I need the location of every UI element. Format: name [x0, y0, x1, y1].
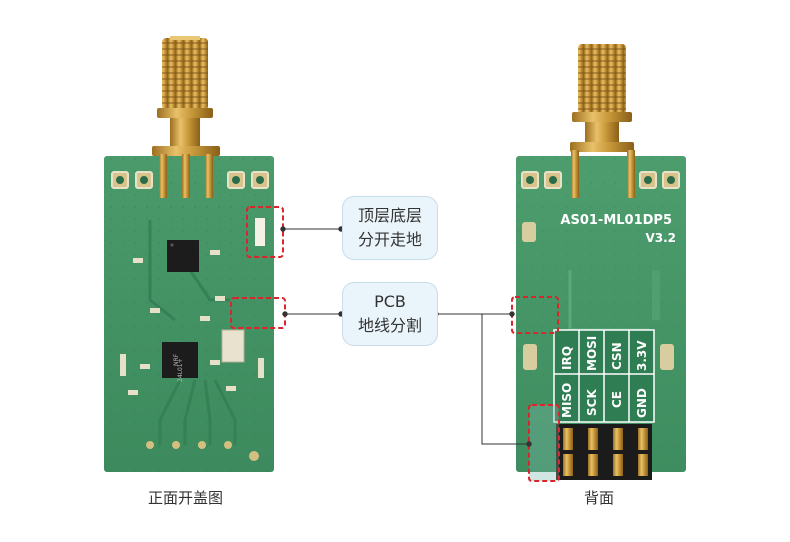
module-version: V3.2 [645, 231, 676, 245]
callout-top-bottom: 顶层底层 分开走地 [342, 196, 438, 260]
pin-ce: CE [610, 391, 624, 408]
module-model: AS01-ML01DP5 [560, 213, 672, 228]
pin-sck: SCK [585, 389, 599, 416]
callout-pcb-line2: 地线分割 [357, 316, 422, 335]
front-module: NRF 24L01+ [104, 36, 286, 472]
pin-csn: CSN [610, 342, 624, 370]
caption-front: 正面开盖图 [148, 489, 224, 507]
caption-back: 背面 [584, 489, 615, 507]
pin-gnd: GND [635, 388, 649, 418]
pin-3v3: 3.3V [635, 340, 649, 371]
pin-irq: IRQ [560, 346, 574, 370]
callout-top-bottom-line1: 顶层底层 [357, 206, 422, 225]
callout-pcb: PCB 地线分割 [342, 282, 438, 346]
front-sma-connector [152, 36, 220, 156]
chip-label-1: NRF [173, 353, 180, 366]
pin-miso: MISO [560, 383, 574, 418]
pin-mosi: MOSI [585, 336, 599, 371]
pin-header [556, 424, 652, 480]
nrf-chip [162, 342, 198, 378]
highlight-box-front-top [246, 206, 284, 258]
chip-label-2: 24L01+ [177, 358, 184, 382]
back-module: AS01-ML01DP5 V3.2 IRQ MOSI CSN 3.3V MISO… [511, 44, 686, 482]
highlight-box-back-gnd [529, 405, 559, 481]
callout-pcb-line1: PCB [374, 292, 406, 311]
callout-top-bottom-line2: 分开走地 [357, 230, 422, 249]
